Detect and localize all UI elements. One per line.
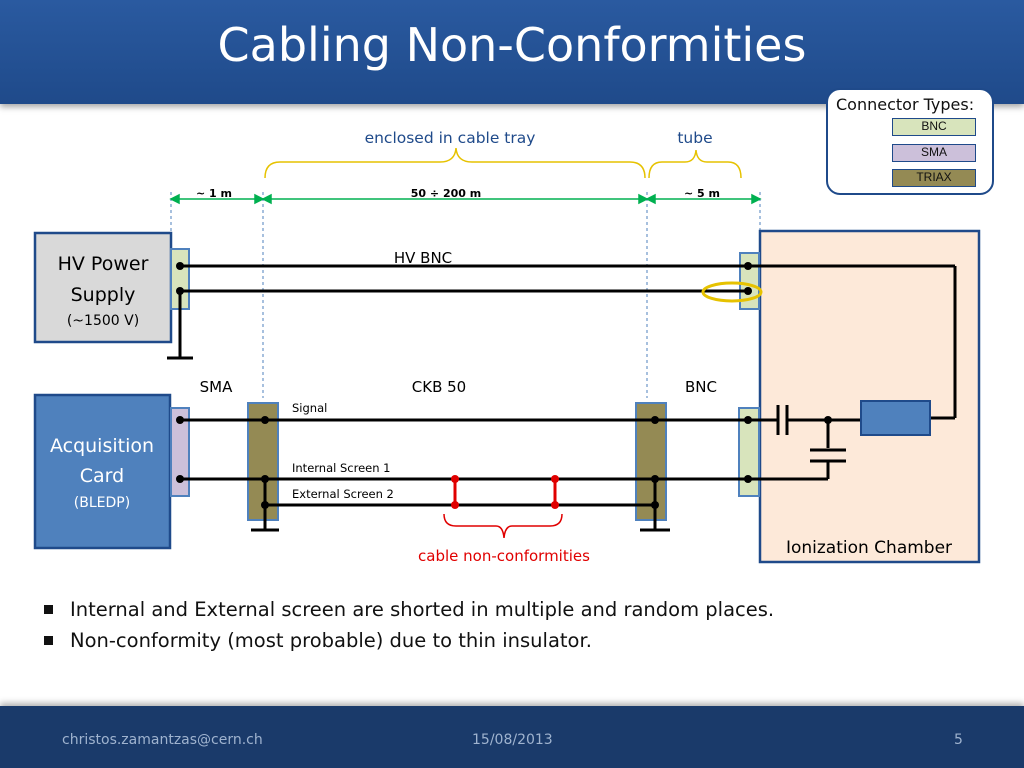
bullet-list: Internal and External screen are shorted…	[40, 596, 774, 658]
bullet-marker	[44, 636, 53, 645]
external-screen-label: External Screen 2	[292, 487, 394, 501]
ionization-chamber-box	[758, 229, 981, 564]
junction-dots	[176, 262, 832, 509]
chamber-label: Ionization Chamber	[786, 538, 952, 558]
bullet-text: Non-conformity (most probable) due to th…	[70, 629, 592, 652]
triax-connector-right	[635, 402, 667, 521]
chamber-electrode	[860, 400, 931, 436]
hv-supply-line1: HV Power	[58, 253, 149, 275]
dimension-arrows	[169, 193, 762, 205]
footer-email: christos.zamantzas@cern.ch	[62, 732, 263, 748]
bullet-text: Internal and External screen are shorted…	[70, 598, 775, 621]
hv-supply-line2: Supply	[71, 284, 136, 306]
legend-item-sma: SMA	[892, 144, 976, 162]
wires	[178, 264, 957, 530]
shield-highlight-ellipse	[701, 281, 763, 303]
capacitor-screen	[810, 448, 846, 463]
non-conformities-label: cable non-conformities	[418, 547, 590, 565]
legend-item-bnc: BNC	[892, 118, 976, 136]
length-2-label: 50 ÷ 200 m	[411, 187, 481, 200]
footer-page-number: 5	[954, 732, 963, 748]
bullet-marker	[44, 605, 53, 614]
footer-bar	[0, 706, 1024, 768]
length-1-label: ~ 1 m	[196, 187, 232, 200]
span-braces	[264, 147, 742, 179]
acquisition-card-box	[33, 393, 172, 550]
internal-screen-label: Internal Screen 1	[292, 461, 391, 475]
signal-label: Signal	[292, 401, 327, 415]
legend-title: Connector Types:	[836, 95, 975, 114]
screen-shorts	[451, 475, 559, 509]
acq-card-line3: (BLEDP)	[74, 495, 130, 511]
bnc-label: BNC	[685, 378, 717, 396]
sma-label: SMA	[200, 378, 233, 396]
measure-guides	[170, 192, 761, 398]
cable-tray-label: enclosed in cable tray	[365, 129, 536, 147]
acq-card-line2: Card	[80, 465, 124, 487]
bullet-item: Non-conformity (most probable) due to th…	[40, 627, 774, 658]
capacitor-signal	[776, 405, 789, 435]
bullet-item: Internal and External screen are shorted…	[40, 596, 774, 627]
sma-connector	[170, 407, 190, 497]
title-bar	[0, 0, 1024, 104]
footer-date: 15/08/2013	[472, 732, 553, 748]
acq-card-line1: Acquisition	[50, 435, 154, 457]
hv-bnc-label: HV BNC	[394, 249, 452, 267]
ground-symbols	[167, 356, 670, 532]
page-title: Cabling Non-Conformities	[217, 18, 807, 72]
legend-item-triax: TRIAX	[892, 169, 976, 187]
length-3-label: ~ 5 m	[684, 187, 720, 200]
tube-label: tube	[677, 129, 712, 147]
non-conformity-brace	[443, 513, 563, 539]
hv-supply-line3: (~1500 V)	[67, 313, 139, 329]
signal-bnc-connector-right	[738, 407, 760, 497]
ckb50-label: CKB 50	[412, 378, 466, 396]
hv-power-supply-box	[33, 231, 173, 344]
